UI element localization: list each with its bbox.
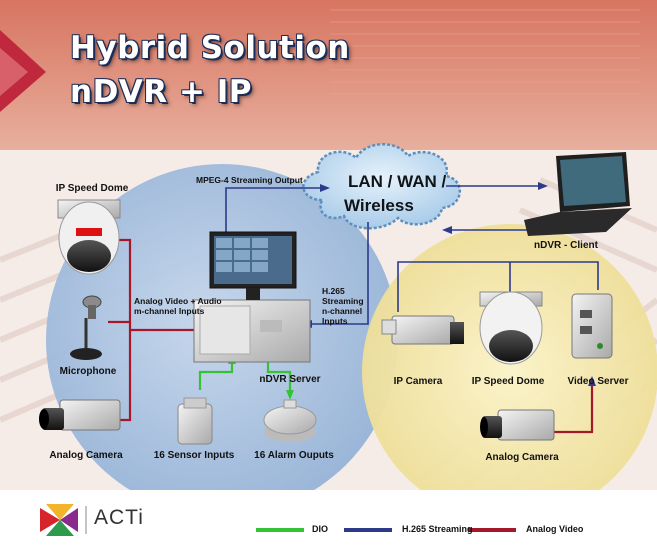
cloud-line-2: Wireless <box>344 196 414 215</box>
title-line-1: Hybrid Solution <box>70 30 350 66</box>
label-ip-camera: IP Camera <box>393 376 443 387</box>
alarm-device <box>263 399 317 442</box>
label-ndvr-client: nDVR - Client <box>534 240 598 251</box>
label-analog-camera-right: Analog Camera <box>485 452 559 463</box>
label-video-server: Video Server <box>567 376 629 387</box>
legend-dio-label: DIO <box>312 524 329 534</box>
label-alarm-outputs: 16 Alarm Ouputs <box>254 450 334 461</box>
header-band <box>0 0 657 160</box>
footer-band <box>0 490 657 548</box>
analog-inputs-label-2: m-channel Inputs <box>134 306 205 316</box>
cloud-line-1: LAN / WAN / <box>348 172 447 191</box>
mpeg4-streaming-label: MPEG-4 Streaming Output <box>196 175 303 185</box>
ip-speed-dome-left-device <box>57 199 121 275</box>
h265-label-2: Streaming <box>322 296 364 306</box>
analog-camera-left-device <box>39 399 121 431</box>
label-microphone: Microphone <box>59 366 117 377</box>
microphone-device <box>70 295 102 360</box>
label-ndvr-server: nDVR Server <box>259 374 321 385</box>
label-analog-camera-left: Analog Camera <box>49 450 123 461</box>
brand-name: ACTi <box>94 506 144 529</box>
network-cloud <box>302 143 462 230</box>
analog-inputs-label-1: Analog Video + Audio <box>134 296 222 306</box>
acti-logo-icon <box>40 504 78 536</box>
legend-analog-label: Analog Video <box>526 524 584 534</box>
h265-streaming-links <box>225 185 599 325</box>
analog-camera-right-device <box>480 409 555 441</box>
ip-speed-dome-right-device <box>479 291 543 365</box>
legend-h265-label: H.265 Streaming <box>402 524 473 534</box>
ndvr-server-device <box>193 231 311 363</box>
sensor-device <box>177 397 213 445</box>
label-ip-speed-dome-right: IP Speed Dome <box>471 376 545 387</box>
h265-label-1: H.265 <box>322 286 345 296</box>
label-sensor-inputs: 16 Sensor Inputs <box>153 450 235 461</box>
dio-links <box>198 362 292 392</box>
header-pattern <box>330 9 640 95</box>
h265-label-4: Inputs <box>322 316 348 326</box>
title-line-2: nDVR + IP <box>70 74 252 110</box>
h265-label-3: n-channel <box>322 306 363 316</box>
ndvr-client-device <box>524 152 632 236</box>
ip-camera-device <box>381 315 464 345</box>
label-ip-speed-dome-left: IP Speed Dome <box>55 183 129 194</box>
video-server-device <box>571 293 613 359</box>
